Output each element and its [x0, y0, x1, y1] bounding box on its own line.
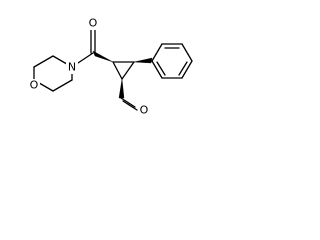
atom-label-carbonyl-o: O	[88, 17, 99, 30]
bond-cp1-cp3	[112, 61, 123, 80]
morpholine-oxygen-label: O	[30, 79, 39, 92]
molecule-structure: O N O O	[29, 17, 193, 117]
phenyl-ring	[151, 43, 193, 79]
phenyl-inner-double-2	[178, 61, 188, 76]
bond-aldehyde-double-2	[122, 100, 138, 111]
atom-label-aldehyde-o: O	[138, 104, 150, 117]
aldehyde-group	[120, 97, 138, 111]
wedge-bond-to-carbonyl	[92, 50, 114, 63]
wedge-bond-to-aldehyde	[118, 78, 125, 99]
wedge-bond-to-phenyl	[133, 57, 153, 64]
phenyl-bond-1	[151, 43, 163, 62]
phenyl-bond-3	[181, 43, 193, 62]
bond-cp2-cp3	[121, 61, 135, 80]
bond-aldehyde-double-1	[120, 97, 136, 108]
aldehyde-oxygen-label: O	[140, 104, 149, 117]
phenyl-bond-6	[151, 60, 163, 79]
phenyl-bond-4	[181, 60, 193, 79]
phenyl-inner-double-3	[156, 61, 166, 76]
bond-c3-c4	[52, 79, 73, 92]
atom-label-morpholine-n: N	[66, 61, 78, 74]
atom-label-morpholine-o: O	[29, 79, 40, 92]
bond-c1-c2	[33, 55, 54, 68]
carbonyl-oxygen-label: O	[89, 17, 98, 30]
cyclopropane-ring	[112, 61, 135, 80]
morpholine-nitrogen-label: N	[68, 61, 76, 74]
